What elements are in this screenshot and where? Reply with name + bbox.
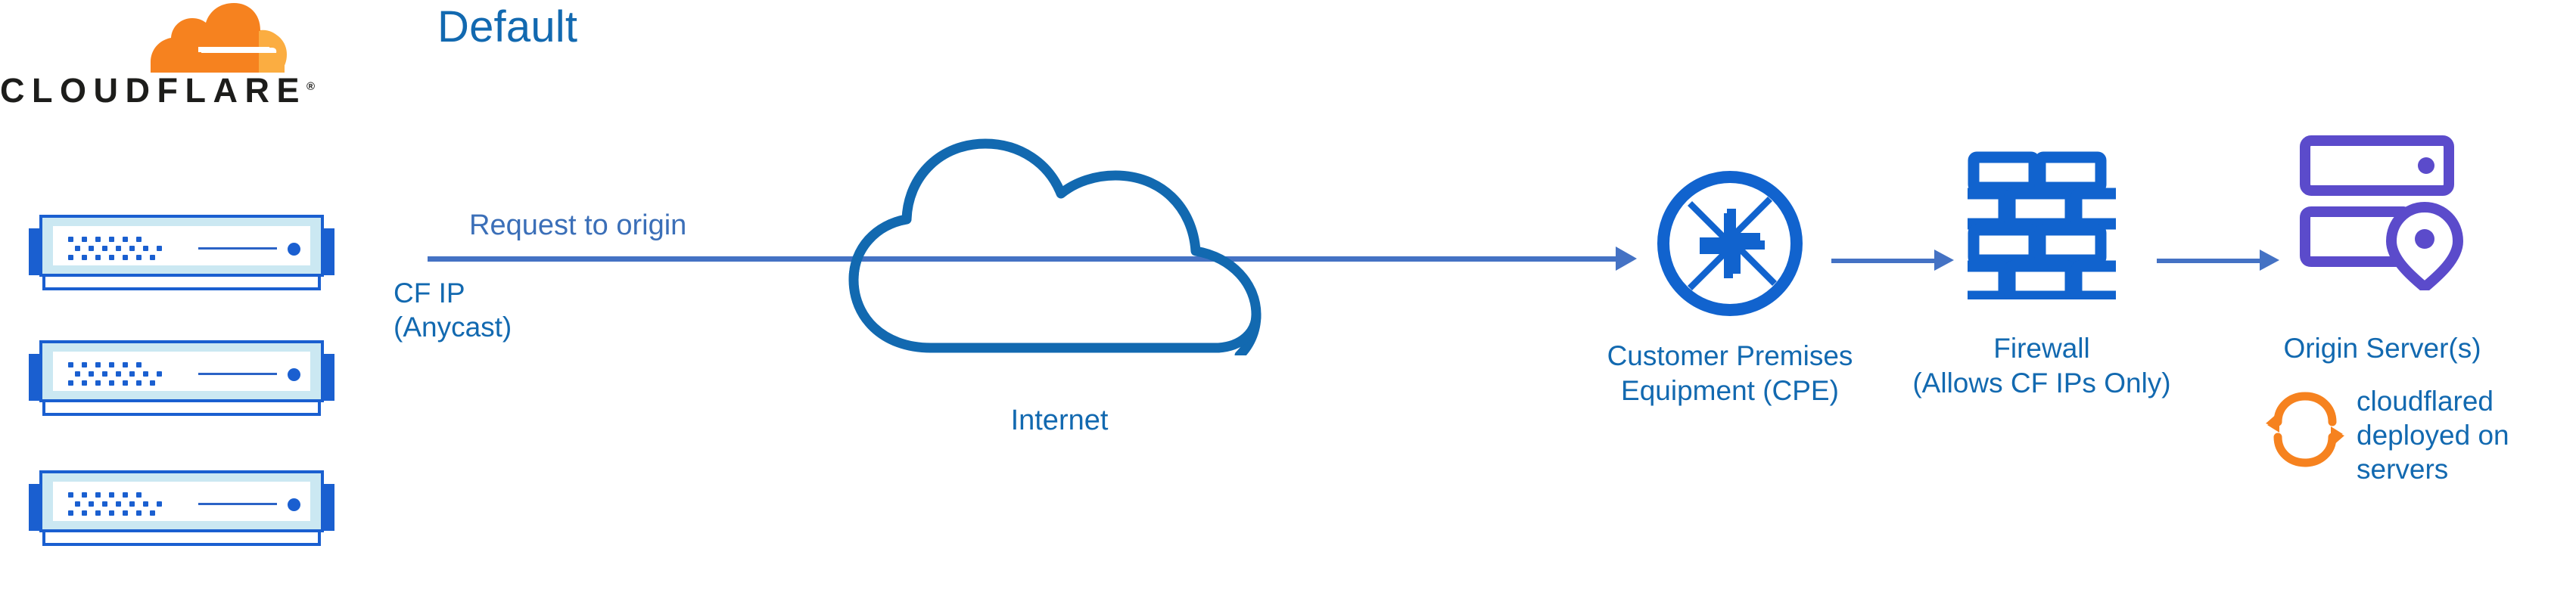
cloudflared-text: cloudflared deployed on servers — [2357, 384, 2568, 486]
rack-body — [39, 215, 324, 277]
arrow-firewall-to-origin-line — [2157, 259, 2260, 263]
rack-power-led — [288, 243, 300, 256]
arrow-edge-to-cpe-line — [428, 256, 1616, 262]
rack-vent-dots — [68, 237, 166, 262]
sync-arrows-icon — [2266, 392, 2344, 467]
rack-body — [39, 470, 324, 532]
rack-power-led — [288, 498, 300, 511]
router-arrows-icon — [1654, 168, 1806, 319]
cloudflared-line2: deployed on — [2357, 420, 2509, 451]
firewall-label-line1: Firewall — [1993, 333, 2090, 364]
cpe-label-line2: Equipment (CPE) — [1621, 375, 1839, 406]
request-to-origin-label: Request to origin — [469, 209, 687, 241]
internet-label: Internet — [1010, 405, 1109, 436]
rack-vent-dots — [68, 492, 166, 518]
cloudflare-logo: CLOUDFLARE® — [0, 0, 318, 113]
rack-face — [53, 482, 310, 521]
registered-trademark-icon: ® — [306, 80, 316, 93]
rack-indicator-line — [198, 373, 277, 375]
arrow-cpe-to-firewall-line — [1831, 259, 1934, 263]
cpe-label: Customer Premises Equipment (CPE) — [1541, 339, 1919, 408]
cloudflare-edge-server-rack — [23, 339, 341, 420]
cf-ip-line2: (Anycast) — [394, 312, 512, 343]
cloudflare-wordmark: CLOUDFLARE® — [0, 71, 315, 110]
server-stack-pin-icon — [2299, 135, 2467, 293]
rack-vent-dots — [68, 362, 166, 388]
rack-indicator-line — [198, 503, 277, 505]
cpe-label-line1: Customer Premises — [1607, 340, 1853, 371]
rack-body — [39, 340, 324, 402]
firewall-label: Firewall (Allows CF IPs Only) — [1853, 331, 2231, 401]
cloudflared-note: cloudflared deployed on servers — [2263, 384, 2565, 528]
arrow-firewall-to-origin-head — [2260, 250, 2279, 271]
rack-face — [53, 226, 310, 265]
arrow-cpe-to-firewall-head — [1934, 250, 1954, 271]
cloudflared-line1: cloudflared — [2357, 386, 2494, 417]
origin-server-label: Origin Server(s) — [2238, 331, 2526, 366]
firewall-label-line2: (Allows CF IPs Only) — [1912, 367, 2171, 398]
cloudflare-wordmark-text: CLOUDFLARE — [0, 71, 306, 110]
cloudflare-edge-server-rack — [23, 469, 341, 550]
brick-wall-icon — [1937, 151, 2143, 302]
cloudflared-line3: servers — [2357, 454, 2449, 485]
cf-ip-line1: CF IP — [394, 278, 465, 309]
internet-cloud: Internet — [840, 106, 1279, 436]
page-title: Default — [437, 2, 578, 51]
arrow-edge-to-cpe-head — [1616, 247, 1637, 271]
rack-face — [53, 352, 310, 391]
cloudflare-edge-server-rack — [23, 213, 341, 295]
cf-ip-anycast-label: CF IP (Anycast) — [394, 276, 512, 344]
rack-indicator-line — [198, 247, 277, 250]
cloudflare-cloud-logo-icon — [151, 3, 287, 73]
internet-cloud-icon — [848, 138, 1262, 361]
origin-label-line1: Origin Server(s) — [2283, 333, 2481, 364]
rack-power-led — [288, 368, 300, 381]
